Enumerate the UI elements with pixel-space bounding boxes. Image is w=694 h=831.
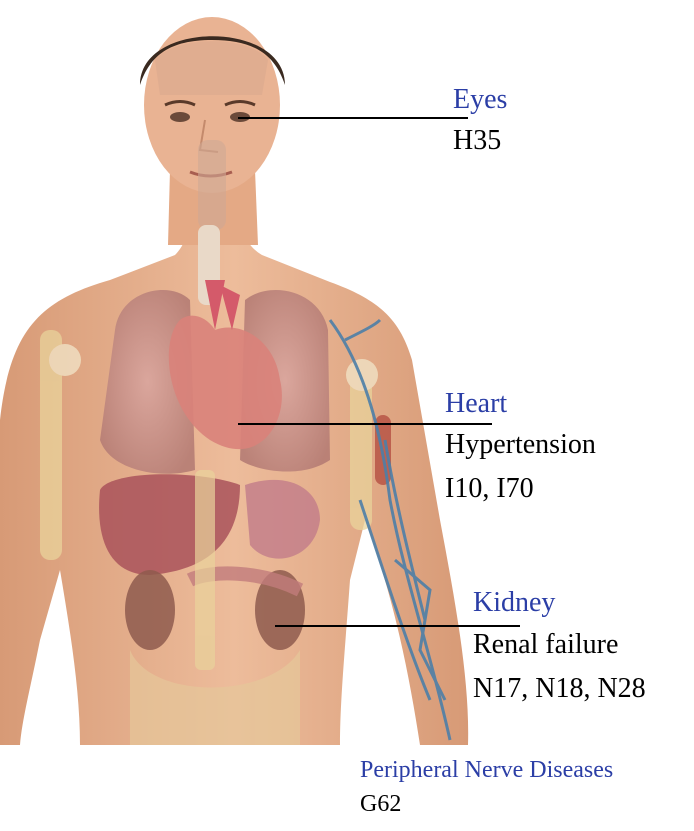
eyes-title: Eyes — [453, 84, 508, 115]
heart-condition: Hypertension — [445, 429, 596, 460]
pointer-lines — [238, 117, 520, 627]
left-eye-icon — [170, 112, 190, 122]
heart-organ — [168, 280, 282, 450]
heart-codes: I10, I70 — [445, 473, 534, 504]
vessels — [328, 318, 452, 741]
kidney-title: Kidney — [473, 587, 556, 618]
nerve-title: Peripheral Nerve Diseases — [360, 757, 614, 783]
eyes-code: H35 — [453, 125, 502, 156]
pelvis — [130, 470, 300, 745]
kidney-condition: Renal failure — [473, 629, 619, 660]
arm-bones — [40, 330, 391, 560]
head — [140, 17, 285, 230]
heart-title: Heart — [445, 388, 508, 419]
body-silhouette — [0, 210, 469, 745]
nerve-code: G62 — [360, 791, 402, 817]
kidney-codes: N17, N18, N28 — [473, 673, 646, 704]
